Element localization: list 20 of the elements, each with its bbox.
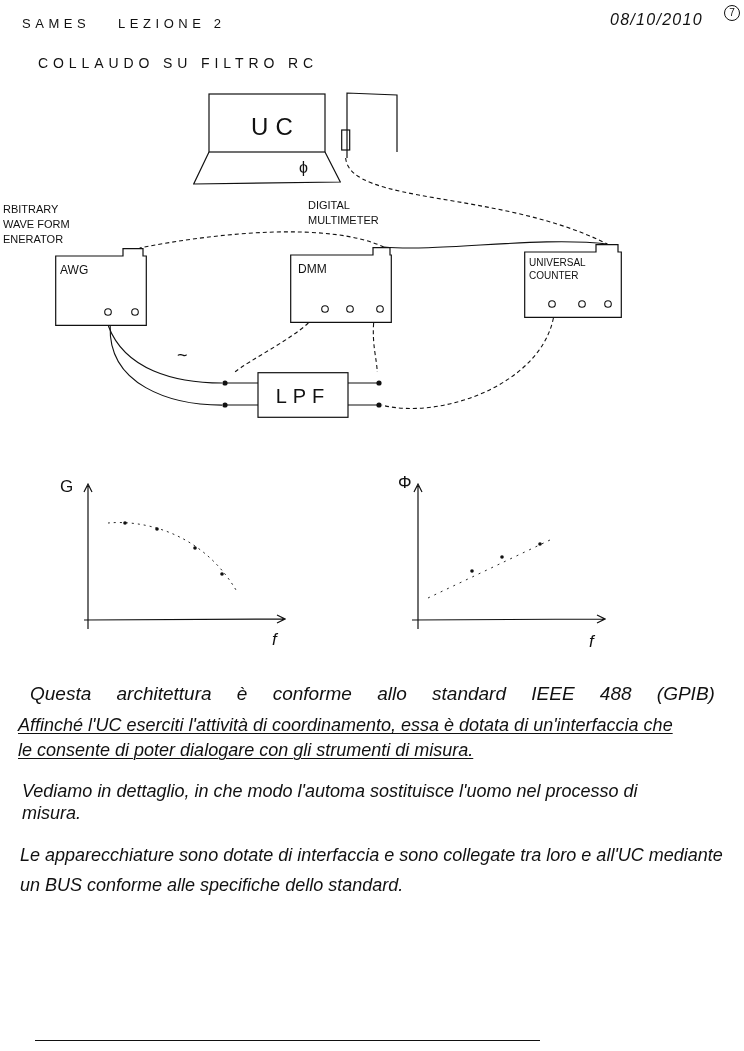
axis-label: f (589, 631, 594, 653)
paragraph: Questa architettura è conforme allo standard IEEE 488 (GPIB) (30, 682, 716, 706)
node-label: UC (251, 112, 301, 142)
header-text: LEZIONE 2 (118, 15, 226, 33)
axis-label: Φ (398, 472, 412, 494)
node-label: LPF (274, 384, 332, 409)
node-label: DMM (298, 261, 327, 278)
instrument-caption: DIGITAL MULTIMETER (308, 198, 380, 228)
instrument-caption: RBITRARY WAVE FORM ENERATOR (3, 202, 71, 247)
title: COLLAUDO SU FILTRO RC (38, 54, 318, 73)
symbol-label: ϕ (299, 158, 308, 178)
date: 08/10/2010 (610, 10, 703, 30)
node-label: UNIVERSAL COUNTER (529, 256, 587, 282)
paragraph: Vediamo in dettaglio, in che modo l'automa sostituisce l'uomo nel processo di misura. (22, 780, 639, 824)
header-text: SAMES (22, 15, 91, 33)
paragraph: Affinché l'UC eserciti l'attività di coordinamento, essa è dotata di un'interfaccia che le consente di poter dialogare con gli strumenti di misura. (18, 714, 674, 762)
paragraph: Le apparecchiature sono dotate di interfaccia e sono collegate tra loro e all'UC mediante un BUS conforme alle specifiche dello standard. (20, 844, 724, 897)
axis-label: f (272, 629, 277, 651)
node-label: AWG (60, 262, 89, 279)
axis-label: G (60, 476, 74, 498)
